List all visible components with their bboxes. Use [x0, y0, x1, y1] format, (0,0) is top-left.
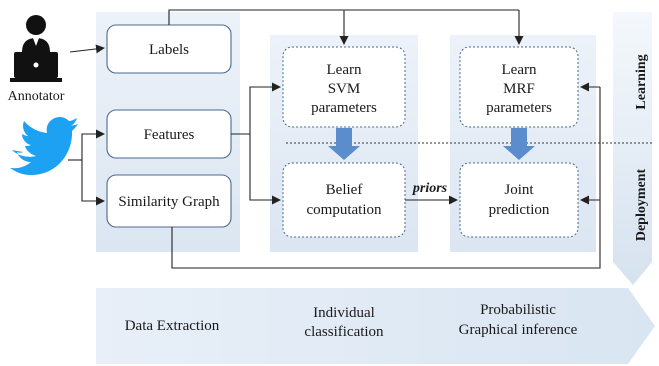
annotator-to-labels-arrow [69, 44, 105, 54]
belief-line2: computation [307, 202, 382, 218]
labels-top-line [168, 9, 519, 25]
learn-svm-box [282, 46, 406, 128]
connectors [68, 9, 601, 269]
annotator-label: Annotator [8, 89, 65, 104]
stage-chevron [96, 288, 655, 364]
phase-arrow [613, 12, 652, 285]
labels-box-text: Labels [149, 42, 189, 58]
twitter-to-features-arrow [81, 129, 105, 160]
features-to-belief-arrow [249, 134, 281, 205]
twitter-to-graph-arrow [81, 160, 105, 206]
mrf-to-joint-block-arrow [503, 128, 535, 160]
learn-svm-line1: Learn [327, 62, 362, 78]
joint-prediction-box [459, 162, 579, 238]
svm-to-belief-block-arrow [328, 128, 360, 160]
learn-mrf-line3: parameters [486, 100, 552, 116]
learn-svm-line3: parameters [311, 100, 377, 116]
graph-loop-line [171, 87, 601, 269]
phase-deployment-label: Deployment [634, 169, 649, 242]
features-box-text: Features [144, 127, 195, 143]
joint-line1: Joint [504, 182, 534, 198]
similarity-graph-box-text: Similarity Graph [118, 194, 220, 210]
twitter-bird-icon [10, 117, 78, 175]
priors-label: priors [412, 181, 448, 196]
learn-mrf-box [459, 46, 579, 128]
stage-probabilistic-line2: Graphical inference [459, 322, 578, 338]
stage-probabilistic-line1: Probabilistic [480, 302, 556, 318]
joint-line2: prediction [489, 202, 550, 218]
belief-line1: Belief [326, 182, 363, 198]
learn-svm-line2: SVM [328, 81, 361, 97]
stage-data-extraction: Data Extraction [125, 318, 220, 334]
features-to-svm-arrow [249, 82, 281, 134]
person-with-laptop-icon [10, 15, 62, 82]
stage-individual-line2: classification [304, 324, 384, 340]
stage-individual-line1: Individual [313, 305, 375, 321]
learn-mrf-line1: Learn [502, 62, 537, 78]
phase-learning-label: Learning [634, 54, 649, 109]
belief-computation-box [282, 162, 406, 238]
learn-mrf-line2: MRF [503, 81, 535, 97]
similarity-graph-box [106, 174, 232, 228]
